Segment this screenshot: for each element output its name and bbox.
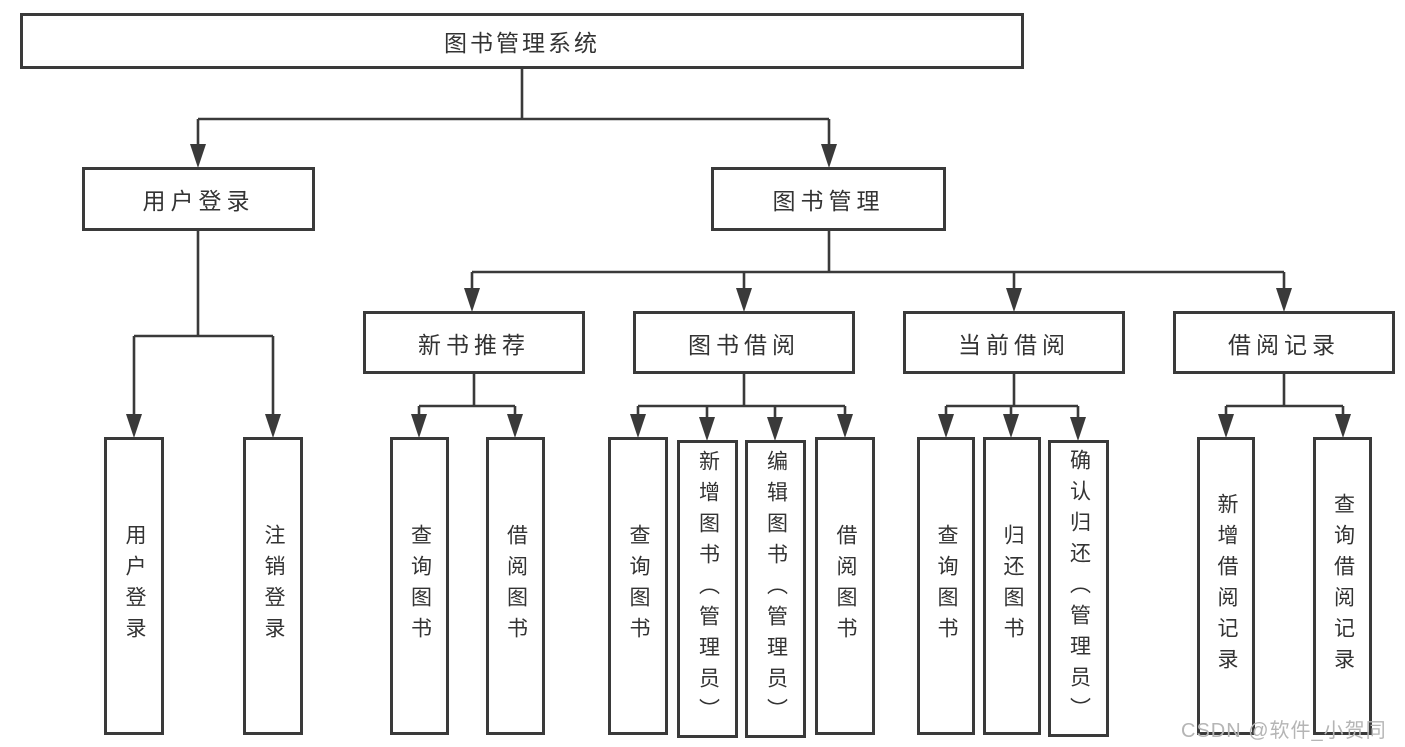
node-leaf-user-login: 用户登录	[104, 437, 164, 735]
node-leaf-bb-borrow-books: 借阅图书	[815, 437, 875, 735]
node-new-book-recommend: 新书推荐	[363, 311, 585, 374]
node-leaf-logout: 注销登录	[243, 437, 303, 735]
node-leaf-cb-confirm-return: 确认归还（管理员）	[1048, 440, 1109, 737]
node-leaf-br-add-record: 新增借阅记录	[1197, 437, 1255, 735]
watermark: CSDN @软件_小贺同学	[1181, 720, 1387, 742]
node-borrowing-records: 借阅记录	[1173, 311, 1395, 374]
node-current-borrowing: 当前借阅	[903, 311, 1125, 374]
node-leaf-nb-query-books: 查询图书	[390, 437, 449, 735]
node-leaf-br-query-record: 查询借阅记录	[1313, 437, 1372, 735]
node-leaf-nb-borrow-books: 借阅图书	[486, 437, 545, 735]
node-root: 图书管理系统	[20, 13, 1024, 69]
node-leaf-cb-return-books: 归还图书	[983, 437, 1041, 735]
node-leaf-bb-edit-books: 编辑图书（管理员）	[745, 440, 806, 738]
node-leaf-cb-query-books: 查询图书	[917, 437, 975, 735]
node-book-borrowing: 图书借阅	[633, 311, 855, 374]
node-user-login: 用户登录	[82, 167, 315, 231]
node-book-management: 图书管理	[711, 167, 946, 231]
node-leaf-bb-add-books: 新增图书（管理员）	[677, 440, 738, 738]
node-leaf-bb-query-books: 查询图书	[608, 437, 668, 735]
